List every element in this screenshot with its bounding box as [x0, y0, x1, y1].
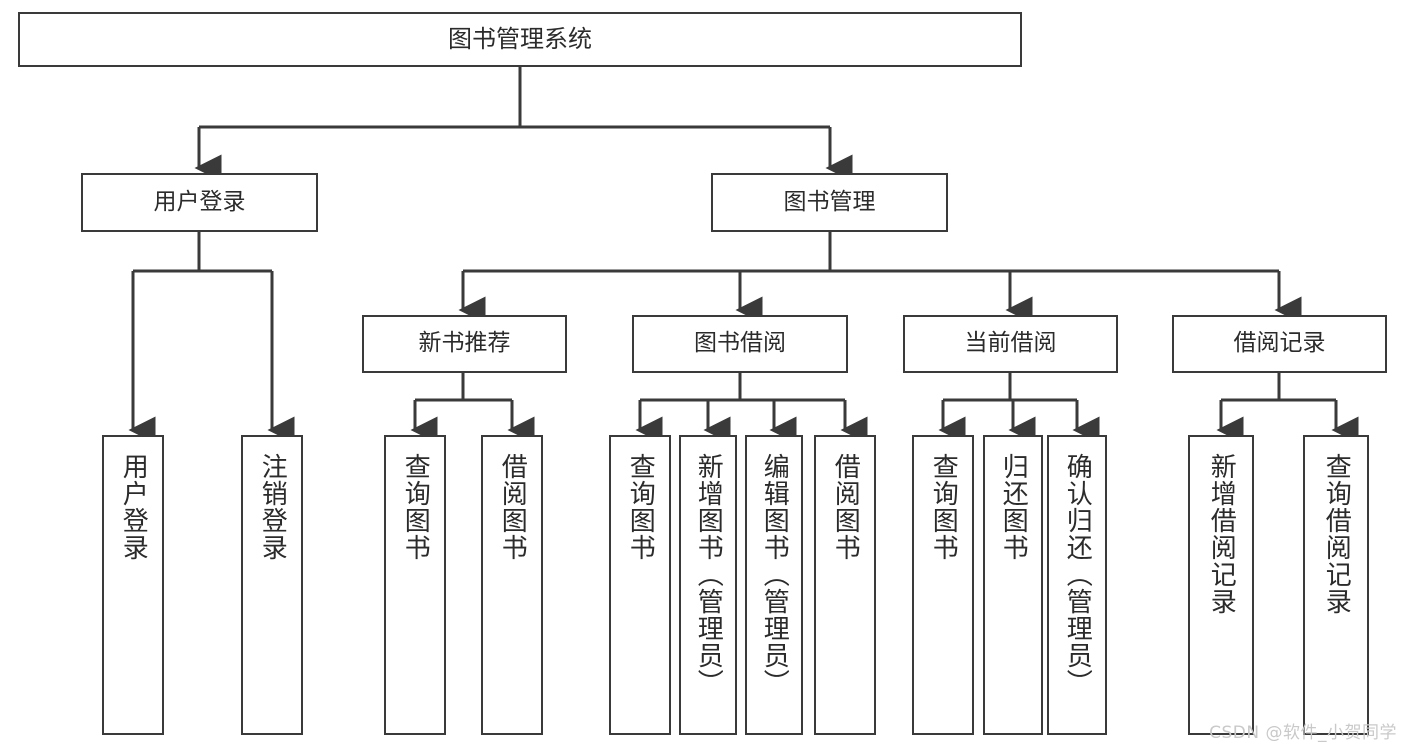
- leaf-user-login-login[interactable]: 用户登录: [102, 435, 164, 735]
- leaf-new-book-query[interactable]: 查询图书: [384, 435, 446, 735]
- node-book-manage-label: 图书管理: [783, 188, 876, 215]
- node-book-borrow[interactable]: 图书借阅: [632, 315, 848, 373]
- leaf-new-book-borrow[interactable]: 借阅图书: [481, 435, 543, 735]
- node-new-book-recommend-label: 新书推荐: [418, 330, 511, 357]
- leaf-current-borrow-confirm[interactable]: 确认归还（管理员）: [1047, 435, 1107, 735]
- leaf-borrow-record-query[interactable]: 查询借阅记录: [1303, 435, 1369, 735]
- leaf-borrow-record-query-label: 查询借阅记录: [1321, 453, 1352, 615]
- node-book-manage[interactable]: 图书管理: [711, 173, 948, 232]
- leaf-current-borrow-query-label: 查询图书: [928, 453, 959, 561]
- leaf-book-borrow-query-label: 查询图书: [625, 453, 656, 561]
- leaf-current-borrow-return[interactable]: 归还图书: [983, 435, 1043, 735]
- leaf-book-borrow-edit[interactable]: 编辑图书（管理员）: [745, 435, 803, 735]
- leaf-borrow-record-add[interactable]: 新增借阅记录: [1188, 435, 1254, 735]
- node-user-login[interactable]: 用户登录: [81, 173, 318, 232]
- node-borrow-record-label: 借阅记录: [1233, 330, 1326, 357]
- leaf-book-borrow-add-label: 新增图书（管理员）: [693, 453, 724, 696]
- leaf-current-borrow-query[interactable]: 查询图书: [912, 435, 974, 735]
- leaf-book-borrow-edit-label: 编辑图书（管理员）: [759, 453, 790, 696]
- leaf-book-borrow-add[interactable]: 新增图书（管理员）: [679, 435, 737, 735]
- leaf-book-borrow-query[interactable]: 查询图书: [609, 435, 671, 735]
- node-root-label: 图书管理系统: [448, 25, 592, 54]
- leaf-user-login-logout-label: 注销登录: [257, 453, 288, 561]
- node-current-borrow-label: 当前借阅: [964, 330, 1057, 357]
- node-new-book-recommend[interactable]: 新书推荐: [362, 315, 567, 373]
- node-current-borrow[interactable]: 当前借阅: [903, 315, 1118, 373]
- node-book-borrow-label: 图书借阅: [694, 330, 786, 357]
- leaf-user-login-login-label: 用户登录: [118, 453, 149, 561]
- node-borrow-record[interactable]: 借阅记录: [1172, 315, 1387, 373]
- leaf-borrow-record-add-label: 新增借阅记录: [1206, 453, 1237, 615]
- node-root[interactable]: 图书管理系统: [18, 12, 1022, 67]
- leaf-new-book-borrow-label: 借阅图书: [497, 453, 528, 561]
- leaf-book-borrow-borrow[interactable]: 借阅图书: [814, 435, 876, 735]
- leaf-book-borrow-borrow-label: 借阅图书: [830, 453, 861, 561]
- leaf-new-book-query-label: 查询图书: [400, 453, 431, 561]
- csdn-watermark: CSDN @软件_小贺同学: [1209, 723, 1397, 743]
- leaf-current-borrow-return-label: 归还图书: [998, 453, 1029, 561]
- leaf-current-borrow-confirm-label: 确认归还（管理员）: [1062, 453, 1093, 696]
- node-user-login-label: 用户登录: [153, 188, 246, 215]
- leaf-user-login-logout[interactable]: 注销登录: [241, 435, 303, 735]
